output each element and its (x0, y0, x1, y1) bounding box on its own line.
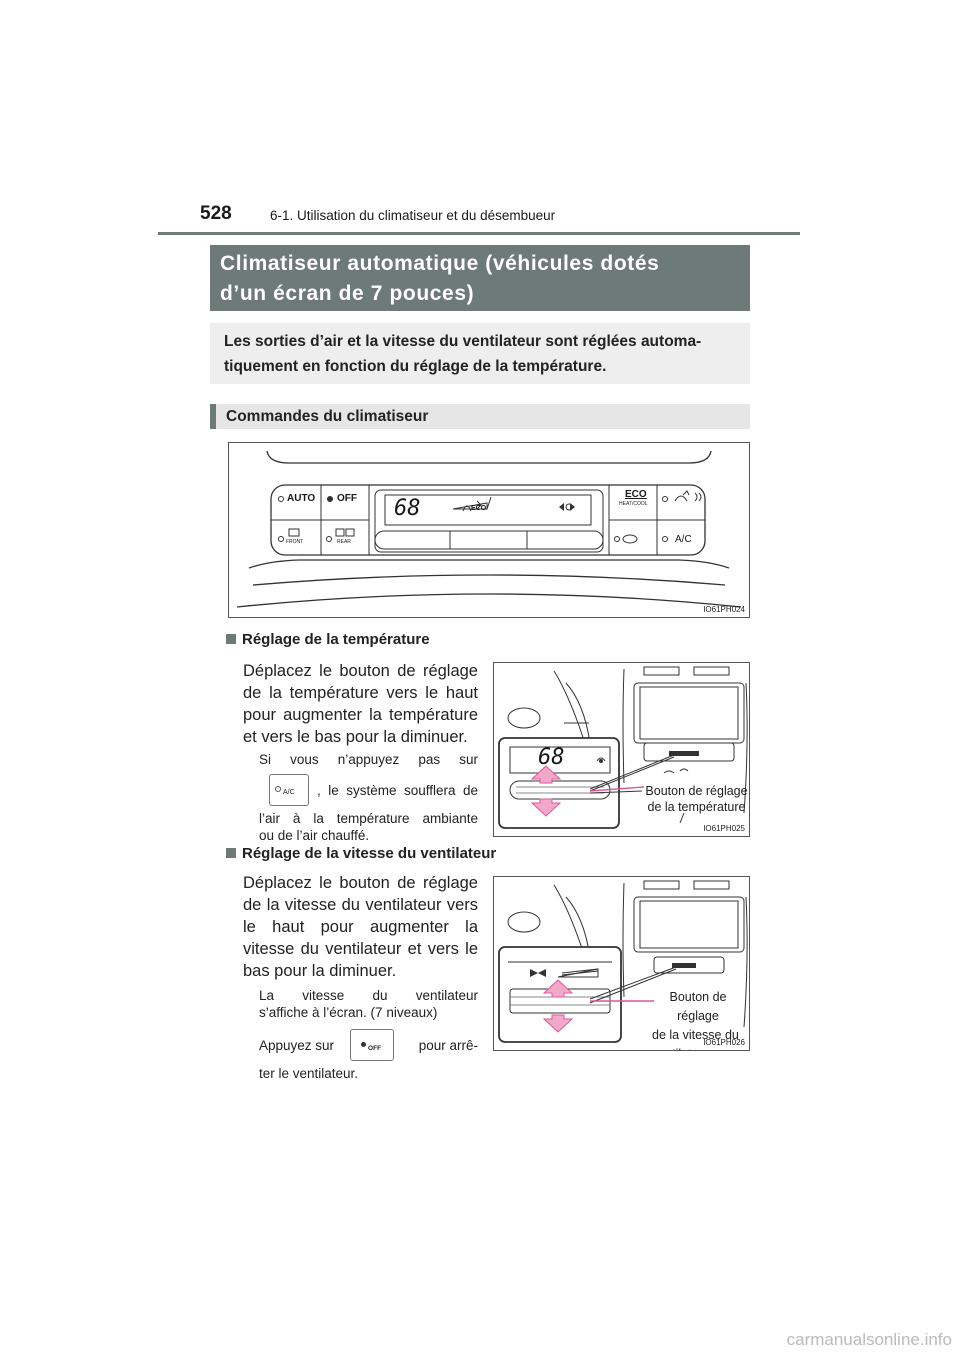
fan-callout-line-2: de la vitesse du (652, 1028, 739, 1042)
ac-indicator-icon (275, 786, 281, 792)
fan-body-line-5: bas pour la diminuer. (243, 962, 397, 980)
watermark-url: carmanualsonline.info (786, 1330, 952, 1349)
intro-line-2: tiquement en fonction du réglage de la t… (224, 358, 607, 375)
fan-body-line-2: de la vitesse du ventilateur vers (243, 896, 478, 914)
temperature-body-line-3: pour augmenter la température (243, 706, 478, 724)
temperature-heading-text: Réglage de la température (242, 631, 430, 648)
control-panel-figure: AUTO OFF ECO HEAT/COOL FRONT REAR A/C 68… (228, 442, 750, 618)
temperature-note-line-4: ou de l’air chauffé. (259, 828, 370, 843)
ac-button-icon-label: A/C (283, 789, 295, 796)
fan-body: Déplacez le bouton de réglage de la vite… (243, 872, 478, 982)
figure-code: IO61PH025 (703, 824, 745, 833)
ac-button-icon: A/C (269, 774, 309, 806)
fan-body-line-1: Déplacez le bouton de réglage (243, 874, 478, 892)
fan-callout-line-3: ventilateur (648, 1045, 748, 1050)
fan-note-line-4: ter le ventilateur. (259, 1066, 359, 1081)
temperature-heading: Réglage de la température (226, 631, 430, 648)
heat-cool-button-label: HEAT/COOL (619, 501, 648, 507)
fan-off-button-icon-label: OFF (368, 1045, 382, 1052)
temperature-illustration (498, 666, 748, 829)
temperature-figure: 68 Bouton de réglage de la température I… (493, 662, 750, 837)
front-defroster-label: FRONT (286, 539, 304, 545)
page-title: Climatiseur automatique (véhicules dotés… (210, 245, 750, 311)
temperature-body-line-2: de la température vers le haut (243, 684, 478, 702)
fan-body-line-3: le haut pour augmenter la (243, 918, 478, 936)
temperature-callout-line-2: de la température (647, 800, 746, 814)
running-head: 6-1. Utilisation du climatiseur et du dé… (270, 208, 556, 223)
fan-note-line-1: La vitesse du ventilateur (259, 988, 478, 1003)
temperature-body: Déplacez le bouton de réglage de la temp… (243, 660, 478, 748)
temperature-callout-line-1: Bouton de réglage (645, 784, 748, 798)
fan-note-line-3: Appuyez sur OFF pour arrê- (259, 1029, 478, 1061)
header-rule (158, 232, 800, 235)
temperature-note-line-3: l’air à la température ambiante (259, 811, 478, 826)
fan-note: La vitesse du ventilateur s’affiche à l’… (259, 987, 478, 1082)
temperature-note-line-1: Si vous n’appuyez pas sur (259, 752, 478, 767)
display-temperature: 68 (394, 496, 421, 521)
page-title-line-1: Climatiseur automatique (véhicules dotés (220, 252, 660, 275)
section-heading: Commandes du climatiseur (210, 404, 750, 429)
intro-box: Les sorties d’air et la vitesse du venti… (210, 323, 750, 384)
fan-off-dot-icon (361, 1042, 367, 1047)
control-panel-illustration (236, 450, 742, 608)
fan-body-line-4: vitesse du ventilateur et vers le (243, 940, 478, 958)
temperature-figure-display: 68 (538, 745, 565, 770)
fan-figure: Bouton de réglage de la vitesse du venti… (493, 876, 750, 1051)
ac-button-label: A/C (675, 534, 692, 545)
square-bullet-icon (226, 634, 236, 644)
eco-button-label: ECO (625, 489, 647, 500)
fan-knob-callout: Bouton de réglage de la vitesse du venti… (648, 988, 748, 1050)
fan-heading-text: Réglage de la vitesse du ventilateur (242, 845, 497, 862)
fan-note-arrete: pour arrê- (418, 1037, 478, 1053)
temperature-note: Si vous n’appuyez pas sur A/C , le systè… (259, 751, 478, 844)
page-title-line-2: d’un écran de 7 pouces) (220, 282, 475, 305)
fan-off-button-icon: OFF (350, 1029, 395, 1061)
fan-note-line-2: s’affiche à l’écran. (7 niveaux) (259, 1005, 438, 1020)
square-bullet-icon (226, 848, 236, 858)
fan-callout-line-1: Bouton de réglage (669, 990, 727, 1023)
display-eco: ECO (471, 505, 487, 512)
fan-off-button-label: OFF (337, 493, 357, 504)
figure-code: IO61PH026 (703, 1038, 745, 1047)
rear-defroster-label: REAR (337, 539, 351, 545)
figure-code: IO61PH024 (703, 605, 745, 614)
fan-illustration (498, 880, 748, 1043)
intro-line-1: Les sorties d’air et la vitesse du venti… (224, 333, 702, 350)
temperature-note-line-2: A/C , le système soufflera de (259, 774, 478, 806)
temperature-body-line-4: et vers le bas pour la diminuer. (243, 728, 468, 746)
auto-button-label: AUTO (287, 493, 316, 504)
page-number: 528 (200, 203, 232, 224)
temperature-body-line-1: Déplacez le bouton de réglage (243, 662, 478, 680)
temperature-note-line-2-text: , le système soufflera de (317, 782, 478, 798)
fan-note-appuyez: Appuyez sur (259, 1037, 335, 1053)
temperature-knob-callout: Bouton de réglage de la température (644, 783, 749, 815)
fan-heading: Réglage de la vitesse du ventilateur (226, 845, 496, 862)
